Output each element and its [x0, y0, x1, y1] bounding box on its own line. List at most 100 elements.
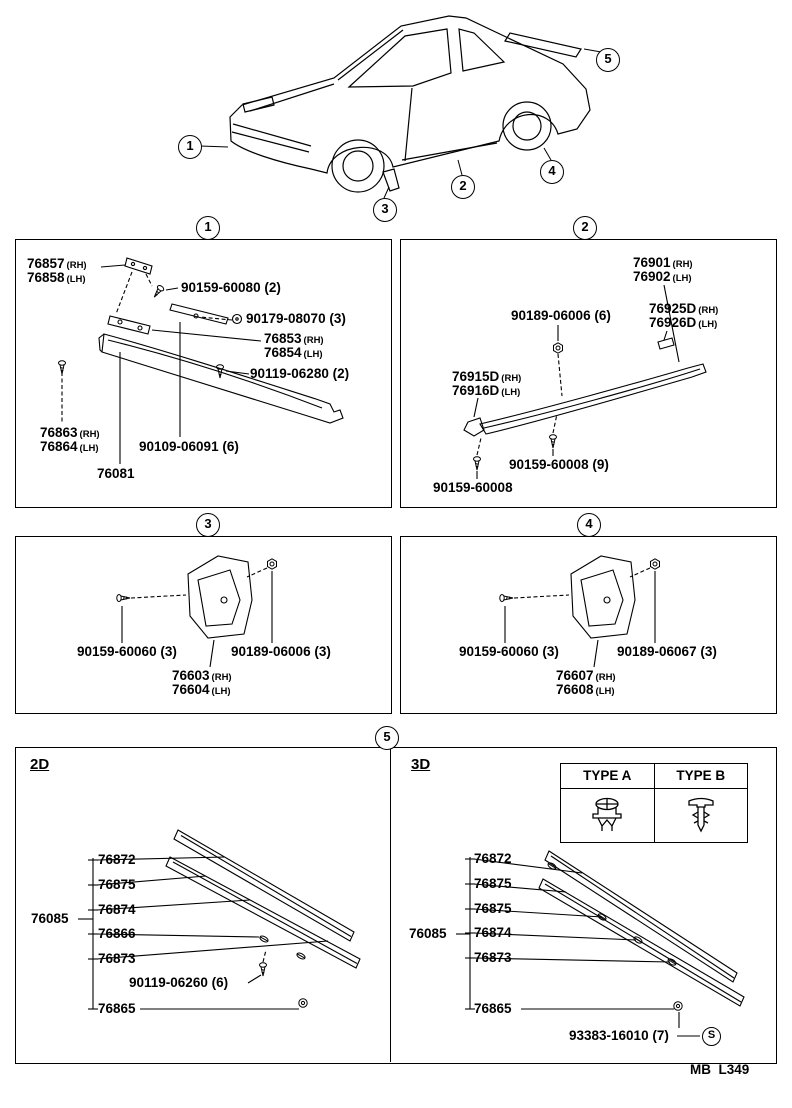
panel4-drawing — [499, 555, 661, 668]
part-label-76864: 76864(LH) — [40, 440, 99, 456]
part-label-76081: 76081 — [97, 466, 135, 481]
panel-5-roof-moulding — [15, 747, 777, 1064]
part-label-76915D: 76915D(RH) — [452, 370, 521, 386]
part-side: (RH) — [501, 373, 522, 384]
part-label-76872-2d: 76872 — [98, 852, 136, 867]
part-number: 76607 — [556, 668, 594, 683]
car-callout-3: 3 — [373, 198, 397, 222]
part-label-76872-3d: 76872 — [474, 851, 512, 866]
part-label-90189-06067-rr: 90189-06067 (3) — [617, 644, 717, 659]
section-callout-3: 3 — [196, 513, 220, 537]
part-label-90159-60008-9: 90159-60008 (9) — [509, 457, 609, 472]
part-side: (LH) — [698, 319, 718, 330]
part-side: (LH) — [303, 349, 323, 360]
panel-1-front-spoiler — [15, 239, 392, 508]
section-callout-4: 4 — [577, 513, 601, 537]
panel2-drawing — [463, 284, 707, 479]
part-number: 76926D — [649, 315, 697, 330]
part-label-76854: 76854(LH) — [264, 346, 323, 362]
part-number: 76854 — [264, 345, 302, 360]
part-label-76607: 76607(RH) — [556, 669, 616, 685]
part-label-76875a-3d: 76875 — [474, 876, 512, 891]
panel-3-front-mudguard — [15, 536, 392, 714]
car-callout-4: 4 — [540, 160, 564, 184]
part-side: (RH) — [303, 335, 324, 346]
part-label-90159-60008: 90159-60008 — [433, 480, 513, 495]
part-label-76916D: 76916D(LH) — [452, 384, 520, 400]
type-legend: TYPE A TYPE B — [560, 763, 748, 843]
part-label-90189-06006-fr: 90189-06006 (3) — [231, 644, 331, 659]
standard-part-mark: S — [702, 1027, 721, 1046]
type-a-clip-icon — [561, 789, 654, 842]
section-callout-5: 5 — [375, 726, 399, 750]
part-side: (LH) — [501, 387, 521, 398]
part-label-76865-3d: 76865 — [474, 1001, 512, 1016]
part-number: 76915D — [452, 369, 500, 384]
part-side: (RH) — [66, 260, 87, 271]
part-label-76604: 76604(LH) — [172, 683, 231, 699]
panel5-right-drawing — [456, 850, 745, 1037]
part-number: 76853 — [264, 331, 302, 346]
part-side: (RH) — [672, 259, 693, 270]
part-label-76608: 76608(LH) — [556, 683, 615, 699]
part-label-76858: 76858(LH) — [27, 271, 86, 287]
part-label-76875-2d: 76875 — [98, 877, 136, 892]
part-label-76866-2d: 76866 — [98, 926, 136, 941]
car-callout-2: 2 — [451, 175, 475, 199]
part-label-90159-60060-fr: 90159-60060 (3) — [77, 644, 177, 659]
part-number: 76901 — [633, 255, 671, 270]
part-side: (RH) — [698, 305, 719, 316]
part-label-76873-3d: 76873 — [474, 950, 512, 965]
part-side: (RH) — [79, 429, 100, 440]
part-number: 76858 — [27, 270, 65, 285]
type-b-header: TYPE B — [654, 764, 747, 789]
section-callout-1: 1 — [196, 216, 220, 240]
panel-5-divider — [390, 747, 391, 1062]
part-label-76857: 76857(RH) — [27, 257, 87, 273]
type-b-column: TYPE B — [653, 764, 748, 842]
panel1-drawing — [57, 257, 344, 464]
part-label-76874-3d: 76874 — [474, 925, 512, 940]
part-label-76926D: 76926D(LH) — [649, 316, 717, 332]
part-number: 76603 — [172, 668, 210, 683]
part-number: 76608 — [556, 682, 594, 697]
part-number: 76864 — [40, 439, 78, 454]
variant-title-2d: 2D — [30, 756, 50, 773]
part-number: 76902 — [633, 269, 671, 284]
part-label-76865-2d: 76865 — [98, 1001, 136, 1016]
part-number: 76863 — [40, 425, 78, 440]
part-side: (RH) — [211, 672, 232, 683]
part-label-76875b-3d: 76875 — [474, 901, 512, 916]
part-number: 76857 — [27, 256, 65, 271]
part-label-90159-60080: 90159-60080 (2) — [181, 280, 281, 295]
part-number: 76604 — [172, 682, 210, 697]
part-label-90109-06091: 90109-06091 (6) — [139, 439, 239, 454]
section-callout-2: 2 — [573, 216, 597, 240]
part-label-76901: 76901(RH) — [633, 256, 693, 272]
panel5-left-drawing — [78, 829, 361, 1010]
part-label-90179-08070: 90179-08070 (3) — [246, 311, 346, 326]
part-label-76902: 76902(LH) — [633, 270, 692, 286]
type-a-header: TYPE A — [561, 764, 654, 789]
type-a-column: TYPE A — [561, 764, 654, 842]
part-side: (LH) — [595, 686, 615, 697]
part-label-76085-2d: 76085 — [31, 911, 69, 926]
part-number: 76916D — [452, 383, 500, 398]
part-label-90159-60060-rr: 90159-60060 (3) — [459, 644, 559, 659]
part-side: (LH) — [79, 443, 99, 454]
part-label-76863: 76863(RH) — [40, 426, 100, 442]
part-label-90189-06006: 90189-06006 (6) — [511, 308, 611, 323]
variant-title-3d: 3D — [411, 756, 431, 773]
part-label-76925D: 76925D(RH) — [649, 302, 718, 318]
car-callout-5: 5 — [596, 48, 620, 72]
part-label-76603: 76603(RH) — [172, 669, 232, 685]
panel3-drawing — [116, 555, 278, 668]
part-label-93383-16010: 93383-16010 (7) — [569, 1028, 669, 1043]
part-side: (LH) — [672, 273, 692, 284]
type-b-clip-icon — [655, 789, 748, 842]
part-label-90119-06280: 90119-06280 (2) — [250, 366, 350, 381]
part-side: (RH) — [595, 672, 616, 683]
part-number: 76925D — [649, 301, 697, 316]
